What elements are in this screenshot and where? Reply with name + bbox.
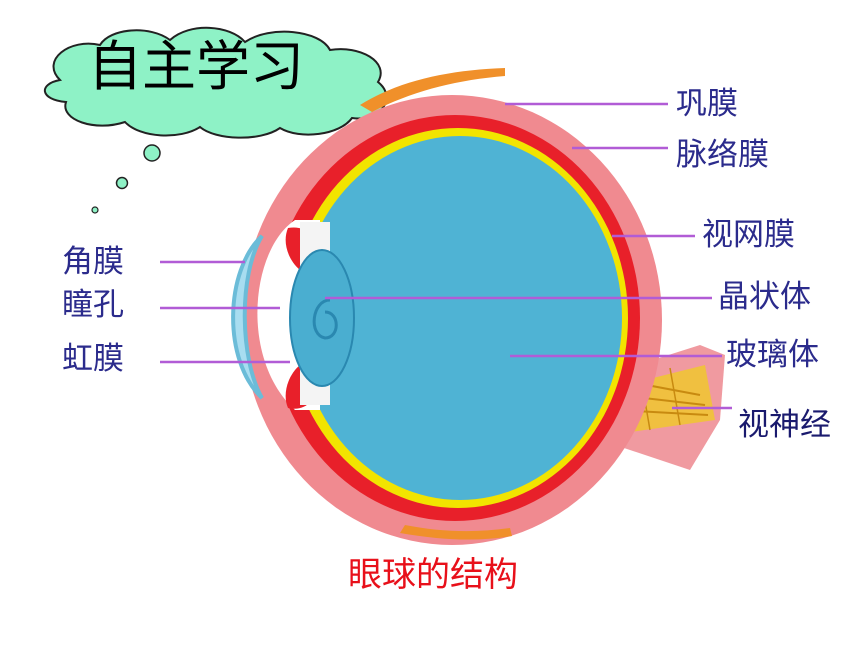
thought-bubble-small	[91, 206, 99, 214]
lens-swirl	[312, 298, 338, 340]
cornea	[231, 234, 264, 400]
label-choroid: 脉络膜	[676, 137, 769, 173]
label-optic-nerve: 视神经	[738, 407, 831, 443]
label-cornea: 角膜	[62, 244, 124, 280]
label-pupil: 瞳孔	[62, 287, 124, 323]
vitreous-body	[298, 136, 622, 500]
eye-muscle-top	[360, 68, 505, 112]
thought-bubble-large	[143, 144, 161, 162]
label-vitreous: 玻璃体	[726, 337, 819, 373]
leader-lines	[160, 102, 732, 410]
label-iris: 虹膜	[62, 341, 124, 377]
eye-muscle-bottom	[400, 525, 512, 540]
title-self-study: 自主学习	[88, 35, 304, 98]
label-sclera: 巩膜	[676, 86, 738, 122]
label-retina: 视网膜	[702, 217, 795, 253]
diagram-caption: 眼球的结构	[348, 555, 518, 595]
label-lens: 晶状体	[718, 279, 811, 315]
thought-bubble-medium	[115, 176, 129, 190]
lens	[289, 249, 355, 387]
